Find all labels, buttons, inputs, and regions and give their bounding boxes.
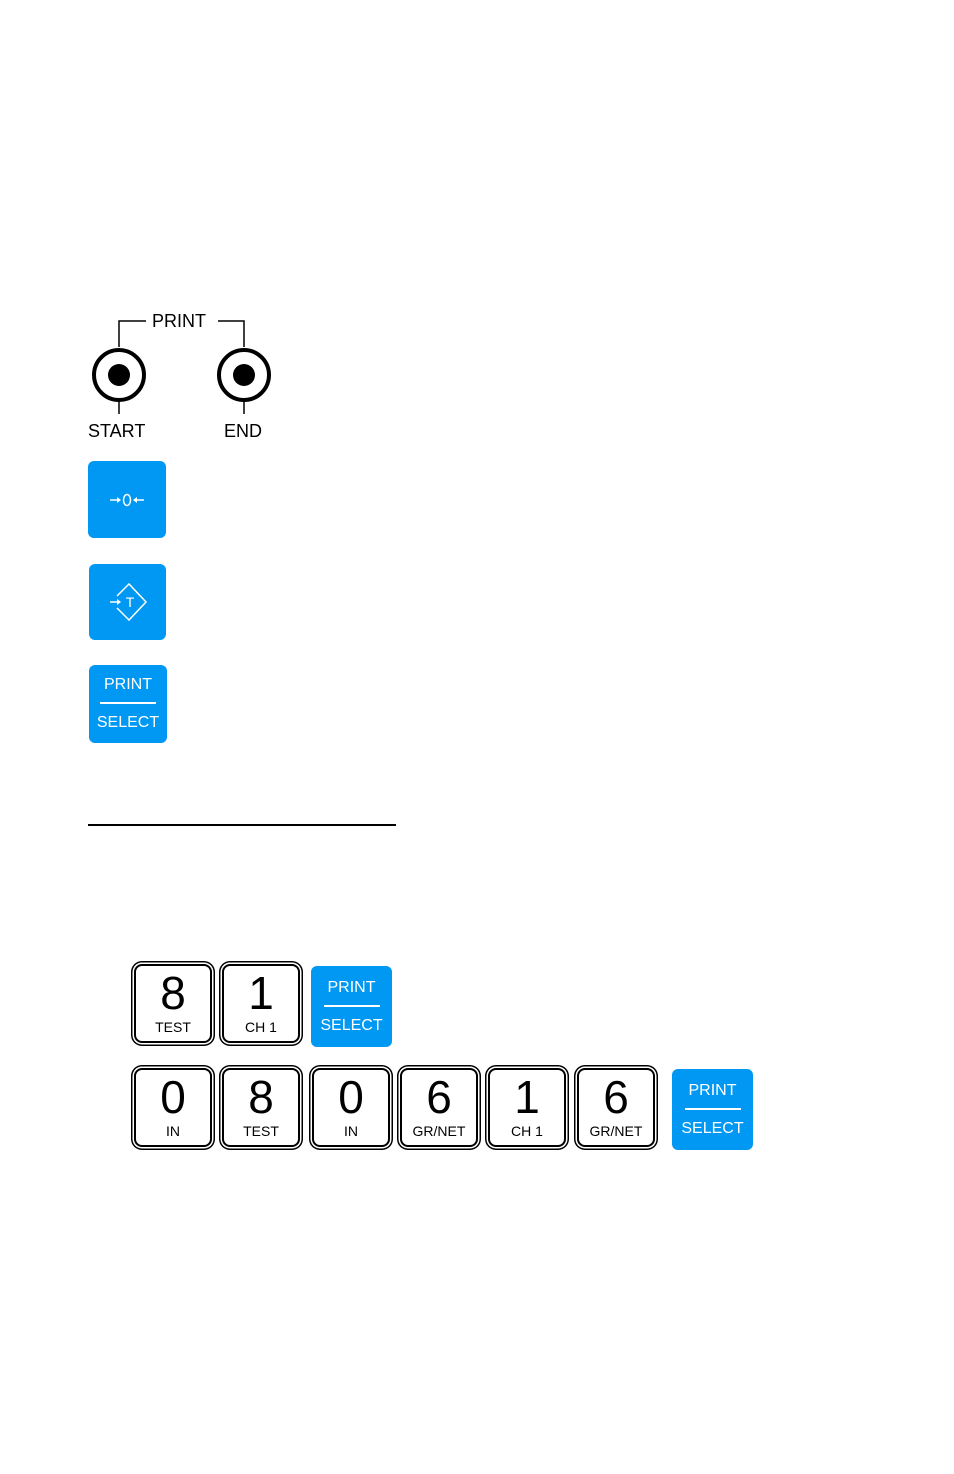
numeric-key[interactable]: 1 CH 1 — [488, 1068, 566, 1147]
zero-arrows-icon — [107, 490, 147, 510]
end-label: END — [224, 422, 262, 440]
zero-key[interactable] — [88, 461, 166, 538]
key-digit: 8 — [136, 968, 210, 1018]
numeric-key[interactable]: 8 TEST — [134, 964, 212, 1043]
numeric-key[interactable]: 0 IN — [134, 1068, 212, 1147]
print-diagram-title: PRINT — [152, 312, 206, 330]
print-select-top-label: PRINT — [328, 980, 376, 996]
key-sublabel: IN — [136, 1123, 210, 1139]
key-digit: 1 — [490, 1072, 564, 1122]
key-sublabel: CH 1 — [224, 1019, 298, 1035]
print-select-top-label: PRINT — [104, 677, 152, 693]
print-select-bottom-label: SELECT — [97, 715, 159, 731]
start-label: START — [88, 422, 145, 440]
tare-diamond-icon: T — [105, 579, 151, 625]
print-select-divider — [324, 1005, 380, 1007]
numeric-key[interactable]: 6 GR/NET — [400, 1068, 478, 1147]
key-sublabel: GR/NET — [402, 1123, 476, 1139]
key-sublabel: TEST — [136, 1019, 210, 1035]
print-start-end-diagram: PRINT START END — [80, 300, 290, 450]
numeric-key[interactable]: 1 CH 1 — [222, 964, 300, 1043]
key-digit: 8 — [224, 1072, 298, 1122]
key-sublabel: CH 1 — [490, 1123, 564, 1139]
print-select-divider — [685, 1108, 741, 1110]
key-digit: 1 — [224, 968, 298, 1018]
start-jack-icon — [94, 350, 144, 414]
section-divider — [88, 824, 396, 826]
end-jack-icon — [219, 350, 269, 414]
numeric-key[interactable]: 0 IN — [312, 1068, 390, 1147]
tare-key[interactable]: T — [89, 564, 166, 640]
print-select-divider — [100, 702, 156, 704]
key-digit: 6 — [402, 1072, 476, 1122]
key-sublabel: GR/NET — [579, 1123, 653, 1139]
numeric-key[interactable]: 8 TEST — [222, 1068, 300, 1147]
print-select-key[interactable]: PRINT SELECT — [311, 966, 392, 1047]
numeric-key[interactable]: 6 GR/NET — [577, 1068, 655, 1147]
tare-letter: T — [125, 594, 134, 610]
print-select-top-label: PRINT — [689, 1083, 737, 1099]
key-digit: 0 — [314, 1072, 388, 1122]
key-digit: 6 — [579, 1072, 653, 1122]
key-digit: 0 — [136, 1072, 210, 1122]
key-sublabel: IN — [314, 1123, 388, 1139]
key-sublabel: TEST — [224, 1123, 298, 1139]
print-select-key[interactable]: PRINT SELECT — [672, 1069, 753, 1150]
print-select-bottom-label: SELECT — [320, 1018, 382, 1034]
print-select-bottom-label: SELECT — [681, 1121, 743, 1137]
print-select-key[interactable]: PRINT SELECT — [89, 665, 167, 743]
